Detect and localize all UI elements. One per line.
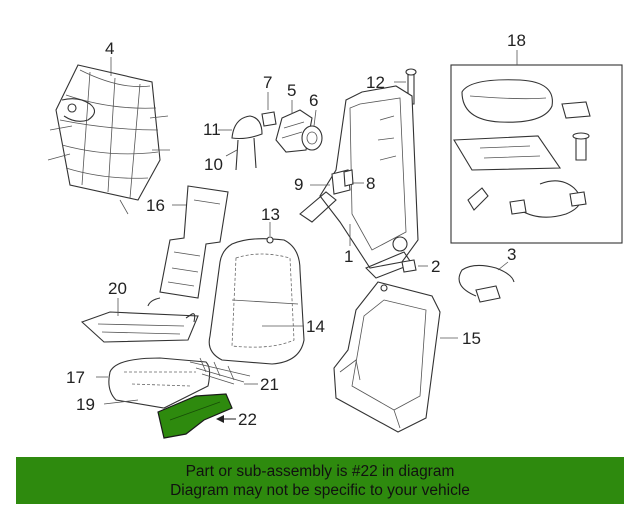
part-3-cable[interactable] [458,264,515,303]
part-1-seatback-frame[interactable] [299,85,419,279]
callout-17: 17 [66,368,85,387]
callout-21: 21 [260,375,279,394]
seat-parts-diagram: 4 7 5 6 11 10 12 1 [47,31,623,439]
part-14-seatback-cover[interactable] [208,236,305,365]
part-21-wire-harness[interactable] [189,357,251,385]
part-8-bracket[interactable] [331,169,354,195]
callout-16: 16 [146,196,165,215]
callout-11: 11 [203,120,221,139]
banner-line-1: Part or sub-assembly is #22 in diagram [185,463,455,480]
part-4-spring-frame[interactable] [47,64,170,215]
callout-7: 7 [263,73,272,92]
part-19-seat-cushion[interactable] [108,357,211,409]
part-11-headrest[interactable] [231,115,263,171]
callout-15: 15 [462,329,481,348]
callout-12: 12 [366,73,385,92]
part-2-bolt[interactable] [401,259,417,273]
info-banner: Part or sub-assembly is #22 in diagram D… [16,457,624,504]
callout-6: 6 [309,91,318,110]
callout-18: 18 [507,31,526,50]
part-22-trim-cover[interactable] [157,393,233,439]
part-16-heating-element[interactable] [147,185,229,307]
banner-line-2: Diagram may not be specific to your vehi… [170,482,470,499]
callout-9: 9 [294,175,303,194]
part-18-cushion-kit[interactable] [450,64,623,244]
part-6-bushing[interactable] [301,125,323,151]
part-15-back-panel[interactable] [333,281,441,433]
callout-13: 13 [261,205,280,224]
callout-19: 19 [76,395,95,414]
callout-3: 3 [507,245,516,264]
callout-10: 10 [204,155,223,174]
callout-5: 5 [287,81,296,100]
callout-2: 2 [431,257,440,276]
part-7-clip[interactable] [261,111,277,127]
callout-8: 8 [366,174,375,193]
callout-4: 4 [105,39,114,58]
part-20-cushion-pad[interactable] [80,311,199,343]
callout-14: 14 [306,317,325,336]
callout-20: 20 [108,279,127,298]
callout-1: 1 [344,247,353,266]
callout-22: 22 [238,410,257,429]
